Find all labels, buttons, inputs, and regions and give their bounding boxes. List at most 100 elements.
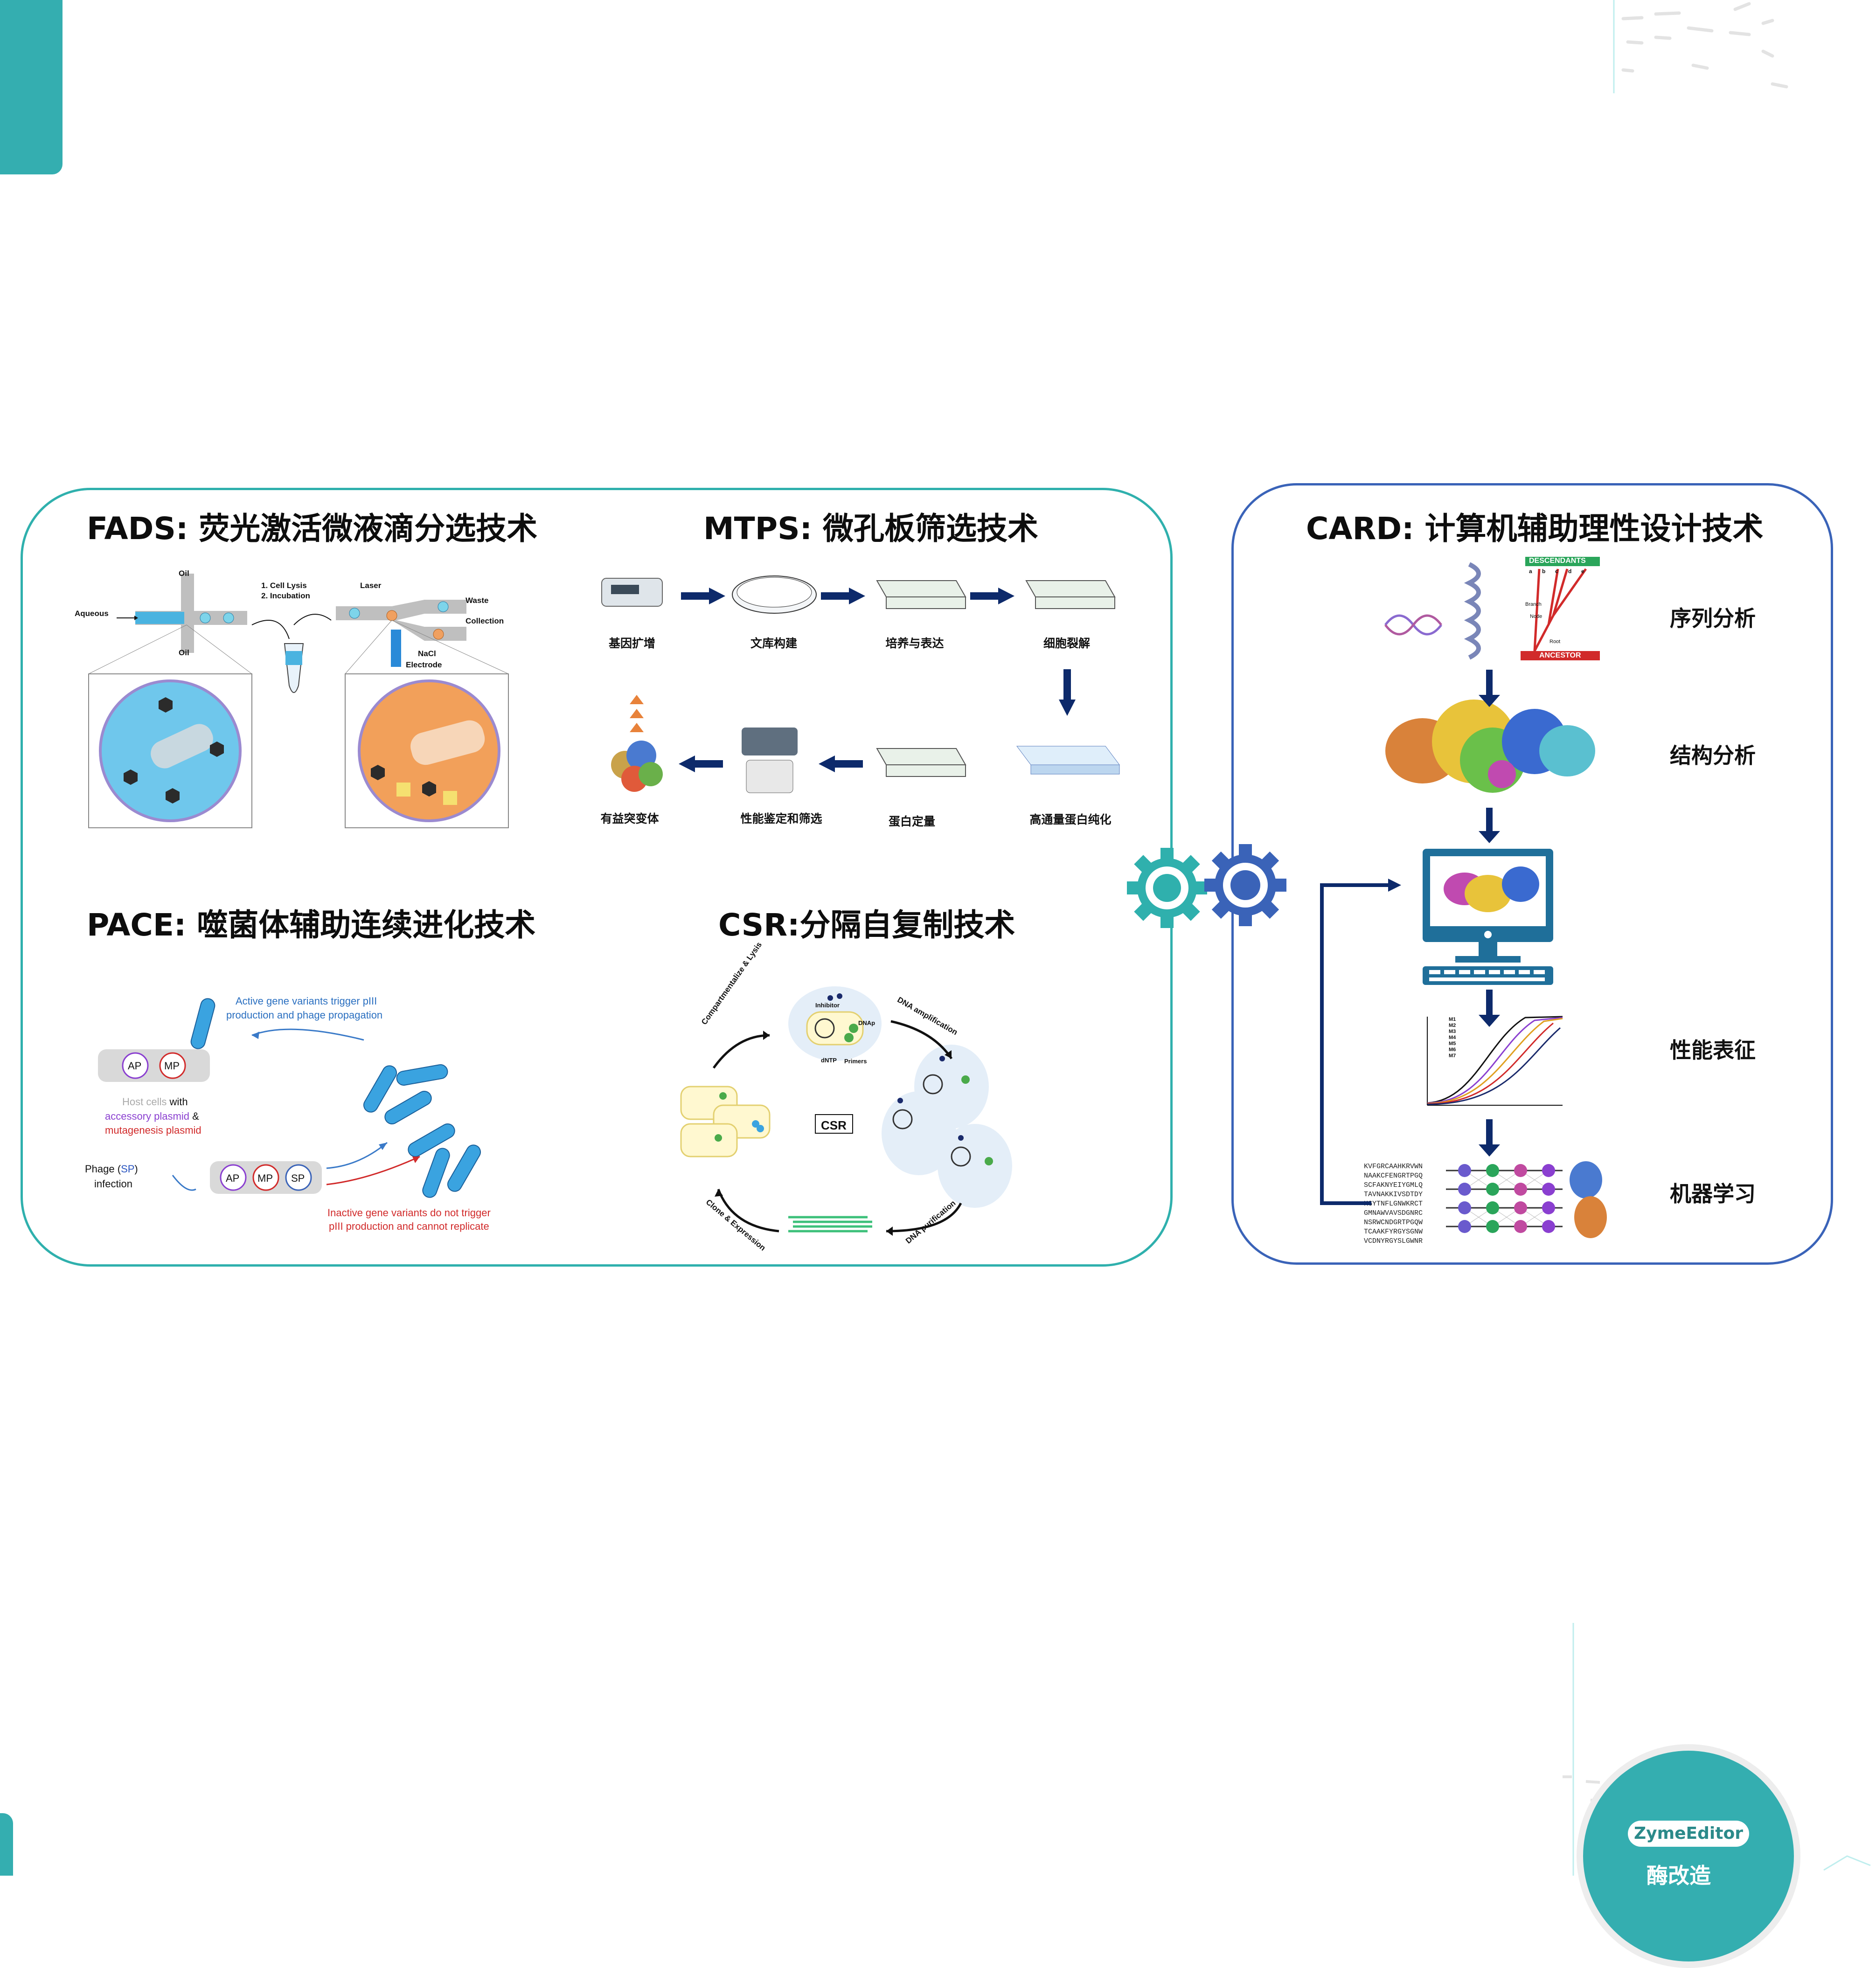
arrow-decoration-bottom-right [1823,1855,1871,1871]
fads-label-oil-top: Oil [179,569,189,578]
decorative-dashes-top-right [1613,0,1788,93]
brand-logo-text: ZymeEditor [1634,1824,1743,1843]
fads-label-collection: Collection [466,617,504,625]
card-seq-7: NSRWCNDGRTPGQW [1364,1219,1423,1227]
gear-teal-icon [1127,848,1207,928]
card-row-1: 序列分析 [1670,606,1756,631]
card-sequence-list: KVFGRCAAHKRVWN NAAKCFENGRTPGQ SCFAKNYEIY… [1364,1162,1438,1251]
card-ancestor-label: ANCESTOR [1539,651,1581,659]
card-legend-2: M2 [1449,1023,1456,1028]
pace-ap-top: AP [128,1060,142,1072]
pace-amp: & [189,1110,199,1122]
card-legend-5: M5 [1449,1041,1456,1046]
pace-accessory-text: accessory plasmid [105,1110,189,1122]
mtps-step-5: 高通量蛋白纯化 [1029,813,1112,826]
mtps-step-4: 细胞裂解 [1043,637,1090,650]
card-legend-6: M6 [1449,1047,1456,1053]
card-legend-1: M1 [1449,1017,1456,1022]
csr-diagram [653,984,1054,1245]
pace-host-a: Host cells [122,1096,167,1108]
card-tree-letter-b: b [1542,568,1546,575]
brand-badge-inner [1583,1751,1794,1961]
pace-infection: infection [94,1178,132,1190]
fads-label-laser: Laser [360,581,382,590]
pace-sp-text: SP [121,1163,135,1175]
fads-label-waste: Waste [466,596,489,605]
card-neural-network [1446,1152,1614,1254]
card-title: CARD: 计算机辅助理性设计技术 [1306,511,1764,547]
pace-active-line2: production and phage propagation [226,1009,383,1021]
fads-label-step2: 2. Incubation [261,591,310,600]
card-tree-letter-c: c [1555,568,1558,575]
pace-accessory: accessory plasmid & [105,1110,199,1123]
csr-dnap: DNAp [858,1019,875,1026]
fads-label-nacl: NaCl [418,649,436,658]
mtps-step-2: 文库构建 [750,637,797,650]
card-legend-3: M3 [1449,1029,1456,1034]
fads-title: FADS: 荧光激活微液滴分选技术 [87,511,538,547]
mtps-diagram [597,569,1147,830]
card-seq-4: TAVNAKKIVSDTDY [1364,1191,1423,1199]
csr-title: CSR:分隔自复制技术 [718,907,1015,943]
pace-inactive-line2: pIII production and cannot replicate [329,1220,489,1232]
mtps-step-1: 基因扩增 [608,637,655,650]
card-node-label: Node [1530,614,1542,619]
card-flow-arrows [1320,670,1500,1205]
card-tree-letter-a: a [1529,568,1532,575]
mtps-step-3: 培养与表达 [885,637,944,650]
card-tree-letter-d: d [1568,568,1572,575]
card-seq-2: NAAKCFENGRTPGQ [1364,1172,1423,1180]
pace-phage: Phage (SP) [85,1163,138,1175]
card-seq-9: VCDNYRGYSLGWNR [1364,1237,1423,1245]
csr-center-label: CSR [821,1118,847,1132]
card-branch-label: Branch [1525,602,1542,607]
pace-ap-bottom: AP [226,1172,240,1184]
pace-phage-text: Phage ( [85,1163,121,1175]
card-descendants-label: DESCENDANTS [1529,557,1586,565]
pace-diagram [93,989,536,1250]
card-seq-3: SCFAKNYEIYGMLQ [1364,1181,1423,1189]
card-tree-letter-e: e [1581,568,1584,575]
card-seq-1: KVFGRCAAHKRVWN [1364,1163,1423,1171]
pace-title: PACE: 噬菌体辅助连续进化技术 [87,907,536,943]
pace-mp-bottom: MP [257,1172,273,1184]
card-sequence-graphic [1381,555,1605,667]
brand-logo: ZymeEditor [1628,1821,1749,1847]
fads-label-aqueous: Aqueous [75,609,109,618]
card-structure-graphic [1381,690,1600,807]
pace-sp-bottom: SP [291,1172,305,1184]
fads-label-electrode: Electrode [406,660,442,669]
pace-host-b: with [167,1096,188,1108]
csr-dntp: dNTP [821,1057,837,1064]
fads-diagram [70,560,536,839]
card-seq-8: TCAAKFYRGYSGNW [1364,1228,1423,1236]
card-row-4: 机器学习 [1670,1181,1756,1206]
corner-tab-bottom-left [0,1813,13,1876]
fads-label-oil-bottom: Oil [179,648,189,657]
pace-inactive-line1: Inactive gene variants do not trigger [327,1207,491,1219]
pace-mutagenesis: mutagenesis plasmid [105,1124,201,1136]
card-curve-chart [1418,1012,1567,1115]
corner-tab-top-left [0,0,63,174]
card-computer-icon [1418,847,1558,987]
pace-host-cells: Host cells with [122,1096,188,1108]
card-legend-4: M4 [1449,1035,1456,1040]
pace-mp-top: MP [164,1060,180,1072]
fads-label-step1: 1. Cell Lysis [261,581,307,590]
card-seq-5: KGYTNFLGNWKRCT [1364,1200,1423,1208]
mtps-title: MTPS: 微孔板筛选技术 [703,511,1038,547]
card-row-2: 结构分析 [1670,743,1756,768]
card-legend-7: M7 [1449,1053,1456,1059]
card-seq-6: GMNAWVAVSDGNRC [1364,1209,1423,1217]
csr-inhibitor: Inhibitor [815,1002,840,1009]
brand-cn-text: 酶改造 [1647,1863,1711,1888]
card-root-label: Root [1549,639,1561,644]
mtps-step-6: 蛋白定量 [888,815,935,828]
mtps-step-8: 有益突变体 [600,812,659,825]
card-row-3: 性能表征 [1670,1038,1756,1063]
pace-active-line1: Active gene variants trigger pIII [236,995,377,1007]
pace-phage-end: ) [134,1163,138,1175]
mtps-step-7: 性能鉴定和筛选 [740,812,822,825]
csr-primers: Primers [844,1058,867,1065]
gear-blue-icon [1204,844,1286,926]
